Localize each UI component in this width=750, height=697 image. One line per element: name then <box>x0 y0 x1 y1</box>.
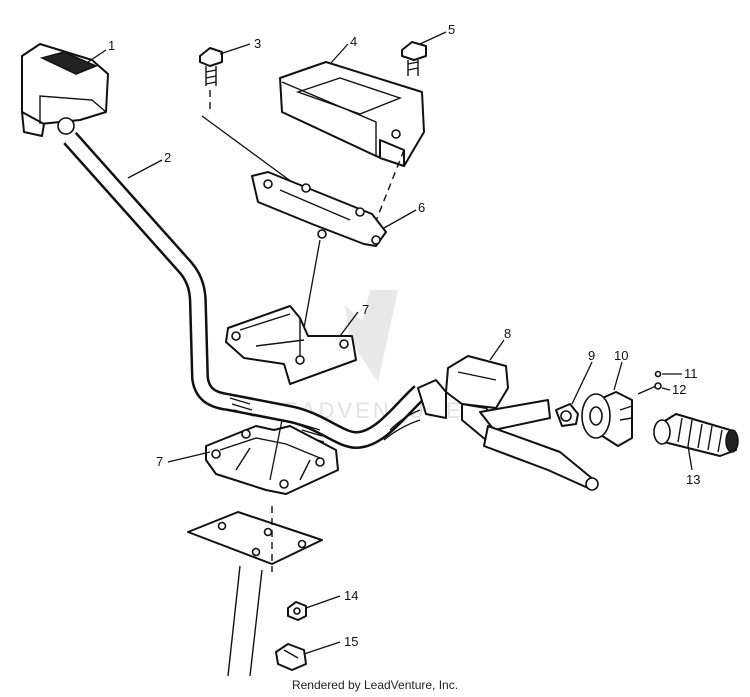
callout-1: 1 <box>108 38 115 53</box>
mounting-plate <box>251 171 387 351</box>
watermark-logo <box>345 290 398 382</box>
callout-3: 3 <box>254 36 261 51</box>
footer-credit: Rendered by LeadVenture, Inc. <box>291 678 459 692</box>
brake-master-cylinder <box>383 355 599 491</box>
handlebar <box>63 132 427 449</box>
callout-8: 8 <box>504 326 511 341</box>
spacer-ring <box>555 403 579 427</box>
callout-4: 4 <box>350 34 357 49</box>
hand-grip <box>653 413 739 457</box>
upper-clamp <box>225 305 357 385</box>
stem-plate <box>187 506 323 677</box>
callout-14: 14 <box>344 588 358 603</box>
callout-7-lower: 7 <box>156 454 163 469</box>
handlebar-pad <box>279 61 425 167</box>
nut <box>287 601 307 621</box>
callout-15: 15 <box>344 634 358 649</box>
callout-6: 6 <box>418 200 425 215</box>
screw-11 <box>654 370 662 378</box>
callout-numbers: 1 2 3 4 5 6 7 7 8 9 10 11 12 13 14 15 <box>108 22 700 649</box>
callout-7-upper: 7 <box>362 302 369 317</box>
callout-11: 11 <box>684 366 698 381</box>
leader-lines <box>87 31 693 655</box>
screw-12 <box>637 382 662 395</box>
callout-9: 9 <box>588 348 595 363</box>
switch-housing <box>21 43 109 137</box>
callout-13: 13 <box>686 472 700 487</box>
callout-5: 5 <box>448 22 455 37</box>
throttle-housing <box>581 391 633 447</box>
lower-clamp <box>205 419 339 495</box>
callout-2: 2 <box>164 150 171 165</box>
cable-clamp <box>275 643 307 671</box>
callout-12: 12 <box>672 382 686 397</box>
callout-10: 10 <box>614 348 628 363</box>
